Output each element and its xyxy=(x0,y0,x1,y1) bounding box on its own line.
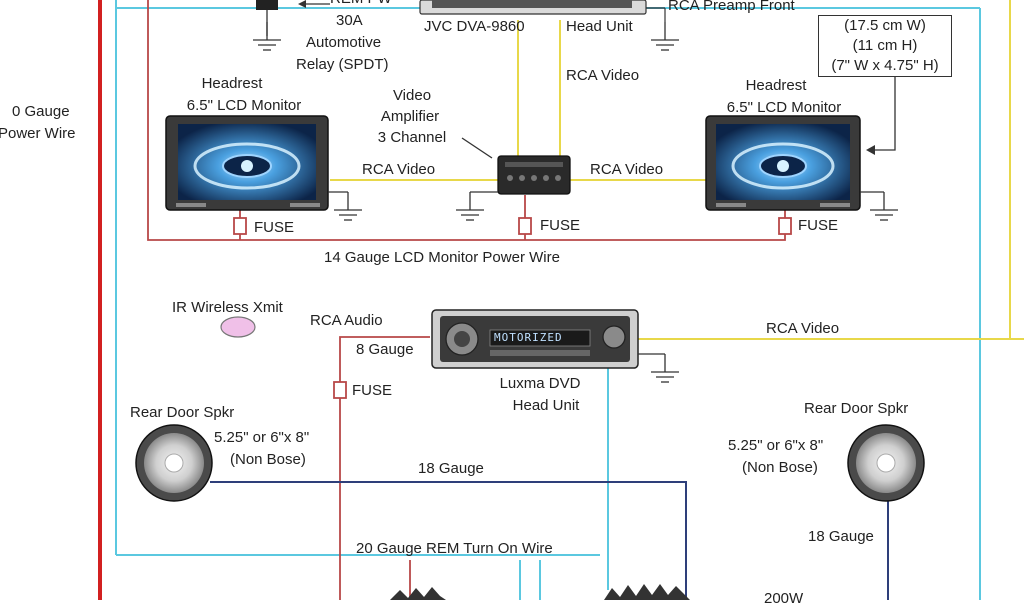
rca-video-far-right-label: RCA Video xyxy=(766,320,840,337)
right-speaker-label-line2: 5.25" or 6"x 8" xyxy=(728,437,824,454)
right-monitor-label: 6.5" LCD Monitor xyxy=(726,99,842,116)
left-rear-door-speaker xyxy=(135,424,213,502)
size-spec-box: (17.5 cm W) (11 cm H) (7" W x 4.75" H) xyxy=(818,15,952,77)
fuse-label-lower: FUSE xyxy=(352,382,393,399)
video-amp-label-line3: 3 Channel xyxy=(377,129,447,146)
jvc-head-unit xyxy=(419,0,680,51)
speaker-wires xyxy=(210,481,889,600)
left-speaker-label-line3: (Non Bose) xyxy=(230,451,306,468)
jvc-model-label: JVC DVA-9860 xyxy=(424,18,525,35)
luxma-label-line1: Luxma DVD xyxy=(499,375,581,392)
right-rear-door-speaker xyxy=(847,424,925,502)
left-lcd-monitor xyxy=(165,115,363,221)
rca-audio-label: RCA Audio xyxy=(310,312,383,329)
right-speaker-label-line1: Rear Door Spkr xyxy=(804,400,909,417)
amplifier-heatsinks xyxy=(390,584,690,600)
speaker-gauge-18-label: 18 Gauge xyxy=(418,460,484,477)
luxma-display-text: MOTORIZED xyxy=(494,331,563,344)
right-headrest-label: Headrest xyxy=(745,77,807,94)
left-headrest-label: Headrest xyxy=(201,75,263,92)
size-height-text: (11 cm H) xyxy=(852,37,918,54)
video-amp-label-line1: Video xyxy=(392,87,432,104)
size-inches-text: (7" W x 4.75" H) xyxy=(831,57,939,74)
relay-label-line2: Relay (SPDT) xyxy=(296,56,389,73)
power-wire-label: Power Wire xyxy=(0,125,76,142)
left-monitor-label: 6.5" LCD Monitor xyxy=(186,97,302,114)
monitor-power-wire-label: 14 Gauge LCD Monitor Power Wire xyxy=(324,249,560,266)
rca-preamp-label: RCA Preamp Front xyxy=(668,0,795,14)
right-speaker-label-line3: (Non Bose) xyxy=(742,459,818,476)
fuse-label-center: FUSE xyxy=(540,217,581,234)
rca-video-right-label: RCA Video xyxy=(590,161,664,178)
rem-power-label: REM PW xyxy=(330,0,392,8)
rem-turn-on-wire-label: 20 Gauge REM Turn On Wire xyxy=(356,540,553,557)
size-callout-arrow xyxy=(866,76,896,155)
relay-amps-label: 30A xyxy=(336,12,363,29)
fuse-label-left: FUSE xyxy=(254,219,295,236)
fuse-symbols xyxy=(233,217,792,399)
rca-video-left-label: RCA Video xyxy=(362,161,436,178)
rca-video-wires xyxy=(330,0,1024,340)
luxma-label-line2: Head Unit xyxy=(512,397,580,414)
power-gauge-label: 0 Gauge xyxy=(12,103,70,120)
luxma-dvd-head-unit xyxy=(431,309,680,383)
video-amp-label-line2: Amplifier xyxy=(380,108,440,125)
right-speaker-gauge-label: 18 Gauge xyxy=(808,528,874,545)
left-speaker-label-line1: Rear Door Spkr xyxy=(130,404,235,421)
size-width-text: (17.5 cm W) xyxy=(844,17,926,34)
video-amplifier xyxy=(455,137,571,221)
right-lcd-monitor xyxy=(705,115,899,221)
gauge-8-label: 8 Gauge xyxy=(356,341,414,358)
rca-video-vertical-label: RCA Video xyxy=(566,67,640,84)
relay-label-line1: Automotive xyxy=(306,34,382,51)
ir-xmit-label: IR Wireless Xmit xyxy=(172,299,283,316)
jvc-head-unit-label: Head Unit xyxy=(566,18,633,35)
ir-transmitter xyxy=(220,316,256,338)
relay-symbol xyxy=(252,0,330,51)
fuse-label-right: FUSE xyxy=(798,217,839,234)
left-speaker-label-line2: 5.25" or 6"x 8" xyxy=(214,429,310,446)
amplifier-watts-label: 200W xyxy=(764,590,804,607)
